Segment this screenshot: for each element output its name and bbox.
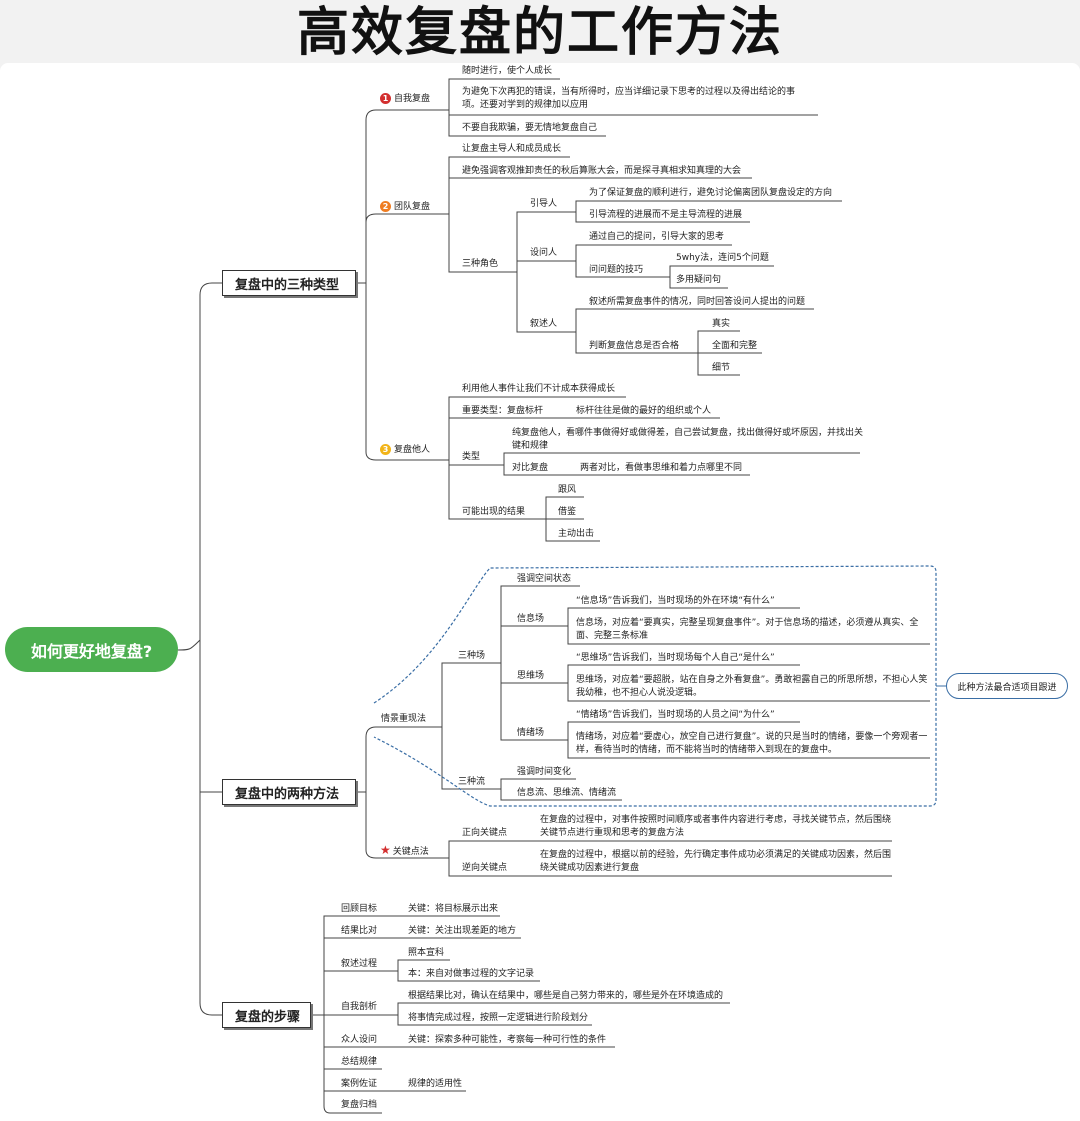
step-5: 众人设问 (341, 1035, 378, 1045)
judge-node: 判断复盘信息是否合格 (589, 341, 680, 351)
think-item-2: 思维场，对应着“要超脱，站在自身之外看复盘”。勇敢袒露自己的所思所想，不担心人笑… (576, 675, 928, 698)
team-item-1: 让复盘主导人和成员成长 (462, 144, 562, 154)
narrator-item-1: 叙述所需复盘事件的情况，同时回答设问人提出的问题 (589, 297, 806, 307)
field-info: 信息场 (517, 614, 545, 624)
scene-fields: 三种场 (458, 651, 486, 661)
asker-skill: 问问题的技巧 (589, 265, 644, 275)
role-asker: 设问人 (530, 248, 558, 258)
self-review-label: 自我复盘 (394, 94, 431, 104)
main-node-steps: 复盘的步骤 (222, 1002, 311, 1028)
others-important-note: 标杆往往是做的最好的组织或个人 (576, 406, 712, 416)
guide-item-1: 为了保证复盘的顺利进行，避免讨论偏离团队复盘设定的方向 (589, 188, 833, 198)
scene-note: 此种方法最合适项目跟进 (946, 673, 1068, 699)
badge-1-icon: 1 (380, 93, 391, 104)
emotion-item-2: 情绪场，对应着“要虚心，放空自己进行复盘”。说的只是当时的情绪，要像一个旁观者一… (576, 732, 928, 755)
step-1-item: 关键：将目标展示出来 (408, 904, 499, 914)
result-3: 主动出击 (558, 529, 595, 539)
main-node-methods: 复盘中的两种方法 (222, 779, 356, 805)
others-results: 可能出现的结果 (462, 507, 526, 517)
info-item-1: “信息场”告诉我们，当时现场的外在环境“有什么” (576, 596, 775, 606)
scene-flows: 三种流 (458, 777, 486, 787)
guide-item-2: 引导流程的进展而不是主导流程的进展 (589, 210, 743, 220)
key-forward-text: 在复盘的过程中，对事件按照时间顺序或者事件内容进行考虑，寻找关键节点，然后围绕关… (540, 815, 892, 838)
page-title: 高效复盘的工作方法 (296, 3, 783, 63)
role-narrator: 叙述人 (530, 319, 558, 329)
step-5-item: 关键：探索多种可能性，考察每一种可行性的条件 (408, 1035, 607, 1045)
others-compare-note: 两者对比，看做事思维和着力点哪里不同 (580, 463, 743, 473)
team-item-2: 避免强调客观推卸责任的秋后算账大会，而是探寻真相求知真理的大会 (462, 166, 742, 176)
self-item-3: 不要自我欺骗，要无情地复盘自己 (462, 123, 598, 133)
badge-3-icon: 3 (380, 444, 391, 455)
badge-2-icon: 2 (380, 201, 391, 212)
step-4: 自我剖析 (341, 1002, 378, 1012)
key-forward: 正向关键点 (462, 828, 508, 838)
step-7-item: 规律的适用性 (408, 1079, 463, 1089)
result-1: 跟风 (558, 485, 577, 495)
keypoint-node: ★关键点法 (380, 844, 429, 859)
step-3-item-2: 本：来自对做事过程的文字记录 (408, 969, 535, 979)
step-1: 回顾目标 (341, 904, 378, 914)
result-2: 借鉴 (558, 507, 577, 517)
others-item-1: 利用他人事件让我们不计成本获得成长 (462, 384, 616, 394)
judge-item-3: 细节 (712, 363, 731, 373)
think-item-1: “思维场”告诉我们，当时现场每个人自己“是什么” (576, 653, 775, 663)
step-3-item-1: 照本宣科 (408, 948, 445, 958)
main-node-types: 复盘中的三种类型 (222, 270, 356, 296)
others-important: 重要类型：复盘标杆 (462, 406, 544, 416)
step-4-item-1: 根据结果比对，确认在结果中，哪些是自己努力带来的，哪些是外在环境造成的 (408, 991, 724, 1001)
self-item-1: 随时进行，使个人成长 (462, 66, 553, 76)
scene-space: 强调空间状态 (517, 574, 572, 584)
root-node: 如何更好地复盘? (5, 627, 178, 672)
mindmap-canvas (0, 63, 1080, 1121)
field-think: 思维场 (517, 671, 545, 681)
step-2: 结果比对 (341, 926, 378, 936)
others-compare: 对比复盘 (512, 463, 549, 473)
step-2-item: 关键：关注出现差距的地方 (408, 926, 517, 936)
step-6: 总结规律 (341, 1057, 378, 1067)
step-3: 叙述过程 (341, 959, 378, 969)
self-item-2: 为避免下次再犯的错误，当有所得时，应当详细记录下思考的过程以及得出结论的事项。还… (462, 87, 796, 110)
step-7: 案例佐证 (341, 1079, 378, 1089)
asker-skill-2: 多用疑问句 (676, 275, 722, 285)
others-type: 类型 (462, 452, 481, 462)
star-icon: ★ (380, 843, 391, 857)
step-8: 复盘归档 (341, 1100, 378, 1110)
team-roles-node: 三种角色 (462, 259, 499, 269)
judge-item-2: 全面和完整 (712, 341, 758, 351)
info-item-2: 信息场，对应着“要真实，完整呈现复盘事件”。对于信息场的描述，必须遵从真实、全面… (576, 618, 919, 641)
others-pure: 纯复盘他人，看哪件事做得好或做得差，自己尝试复盘，找出做得好或坏原因，并找出关键… (512, 428, 864, 451)
judge-item-1: 真实 (712, 319, 731, 329)
asker-skill-1: 5why法，连问5个问题 (676, 253, 769, 263)
asker-item-1: 通过自己的提问，引导大家的思考 (589, 232, 725, 242)
role-guide: 引导人 (530, 199, 558, 209)
field-emotion: 情绪场 (517, 728, 545, 738)
keypoint-label: 关键点法 (392, 847, 429, 857)
others-review-label: 复盘他人 (394, 445, 431, 455)
team-review-label: 团队复盘 (394, 202, 431, 212)
flow-item-1: 强调时间变化 (517, 767, 572, 777)
step-4-item-2: 将事情完成过程，按照一定逻辑进行阶段划分 (408, 1013, 589, 1023)
key-backward-text: 在复盘的过程中，根据以前的经验，先行确定事件成功必须满足的关键成功因素，然后围绕… (540, 850, 892, 873)
key-backward: 逆向关键点 (462, 863, 508, 873)
scene-node: 情景重现法 (381, 714, 427, 724)
emotion-item-1: “情绪场”告诉我们，当时现场的人员之间“为什么” (576, 710, 775, 720)
flow-item-2: 信息流、思维流、情绪流 (517, 788, 617, 798)
